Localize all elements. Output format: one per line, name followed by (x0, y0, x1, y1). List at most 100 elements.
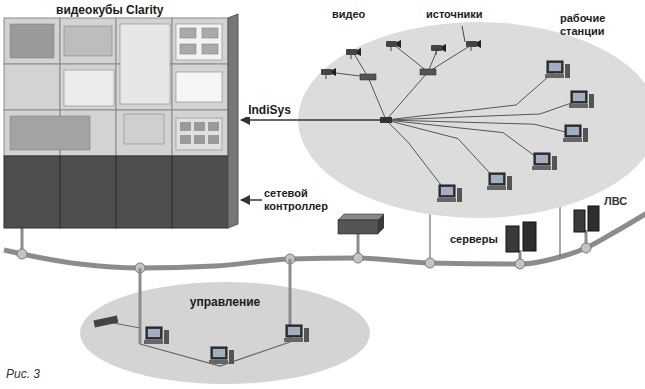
caption-slot: Рис. 3 (6, 368, 40, 381)
monitor (489, 173, 505, 185)
text-slot: источники (426, 8, 483, 21)
keyboard (545, 74, 564, 78)
node-label: серверы (448, 232, 500, 247)
video-cube (116, 110, 172, 156)
display-window (180, 44, 196, 54)
workstation-icon (144, 327, 169, 344)
video-cube (4, 64, 60, 110)
video-cube (60, 18, 116, 64)
tower (457, 188, 462, 202)
area-label: управление (190, 296, 261, 309)
tower (589, 94, 594, 108)
camera-lens (397, 40, 401, 48)
screen (288, 327, 300, 335)
source-area-outline (298, 22, 645, 218)
keyboard (284, 338, 303, 342)
workstation-icon (563, 125, 588, 142)
camera-lens (332, 68, 336, 76)
camera-stand (391, 47, 392, 51)
screen (567, 127, 579, 135)
controller-top (338, 214, 384, 220)
wall-title: видеокубы Clarity (4, 2, 240, 18)
workstation-icon (437, 185, 462, 202)
video-cube-base (4, 156, 60, 228)
edge-label: IndiSys (246, 104, 293, 117)
control-area: управление (80, 282, 370, 384)
video-cube-base (60, 156, 116, 228)
monitor (286, 325, 302, 337)
keyboard (144, 340, 163, 344)
camera-icon (321, 68, 336, 79)
keyboard (209, 360, 228, 364)
monitor (211, 347, 227, 359)
video-cube (4, 18, 60, 64)
screen (148, 329, 160, 337)
video-cube (172, 64, 228, 110)
video-cube-base (172, 156, 228, 228)
workstation-icon (284, 325, 309, 342)
wire (140, 342, 290, 366)
screen (441, 187, 453, 195)
monitor (565, 125, 581, 137)
area-label: видео (332, 8, 365, 21)
monitor (439, 185, 455, 197)
controller-side (378, 214, 384, 234)
camera-stand (436, 51, 437, 55)
tower (304, 328, 309, 342)
node-label: сетевой контроллер (262, 186, 330, 214)
video-wall: видеокубы Clarity (4, 2, 240, 230)
wall-panel (4, 18, 240, 230)
workstation-icon (569, 91, 594, 108)
hub-box (380, 117, 392, 123)
keyboard (487, 186, 506, 190)
wire (386, 72, 428, 120)
keyboard (437, 198, 456, 202)
workstation-icon (545, 61, 570, 78)
video-cube (60, 64, 116, 110)
server-icon (506, 226, 519, 252)
wire (386, 100, 580, 120)
workstation-icon (209, 347, 234, 364)
controller-box (338, 220, 378, 234)
tower (507, 176, 512, 190)
figure-caption: Рис. 3 (6, 368, 40, 381)
wall-side (228, 14, 238, 228)
edge-label-slot: IndiSys (246, 104, 293, 117)
display-window (64, 70, 114, 106)
keyboard (569, 104, 588, 108)
camera-body (466, 41, 477, 47)
screen (536, 155, 548, 163)
display-tile (180, 135, 191, 144)
text-slot: видео (332, 8, 365, 21)
display-tile (194, 135, 205, 144)
keyboard (532, 166, 551, 170)
wire (393, 44, 428, 72)
display-tile (208, 122, 219, 131)
camera-stand (471, 47, 472, 51)
display-window (176, 72, 222, 102)
camera-icon (386, 40, 401, 51)
screen (573, 93, 585, 101)
wire (386, 120, 448, 194)
signal-arrow (241, 119, 298, 121)
display-window (120, 24, 170, 104)
workstation-icon (532, 153, 557, 170)
tower (565, 64, 570, 78)
camera-icon (431, 44, 446, 55)
display-window (10, 116, 90, 150)
video-cube (172, 110, 228, 156)
bus-junction (353, 253, 363, 263)
tower (229, 350, 234, 364)
server-group: серверы (448, 232, 500, 247)
splitter-box (360, 74, 376, 80)
tower (164, 330, 169, 344)
display-window (64, 26, 112, 56)
label-slot: ЛВС (604, 195, 627, 208)
monitor (534, 153, 550, 165)
server-icon (574, 210, 585, 232)
bus-junction (17, 249, 27, 259)
display-window (176, 118, 222, 150)
camera-icon (466, 40, 481, 51)
text-slot: рабочие станции (560, 12, 605, 38)
